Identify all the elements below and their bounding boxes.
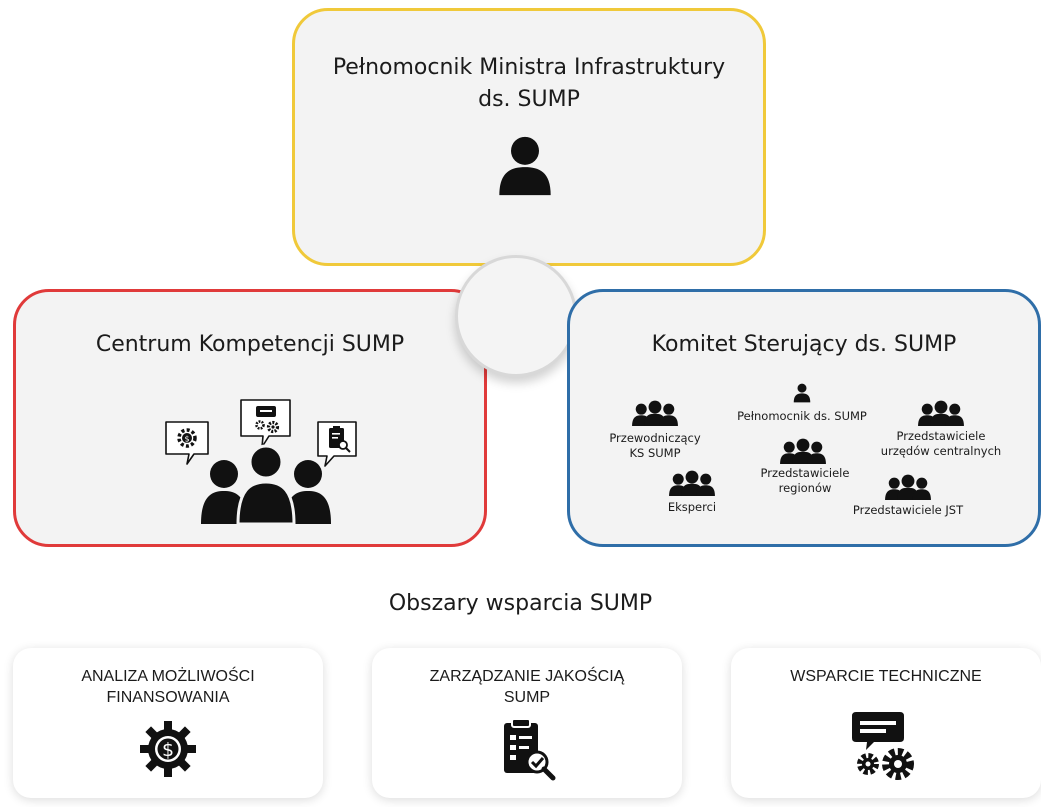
chair-label-line1: Przewodniczący (609, 431, 701, 445)
regions-label-line1: Przedstawiciele (760, 466, 850, 480)
plenipotentiary-label: Pełnomocnik ds. SUMP (737, 409, 867, 423)
connector-ring (455, 255, 577, 377)
support-area-label: ZARZĄDZANIE JAKOŚCIĄ SUMP (372, 666, 682, 708)
support-area-label-line1: ANALIZA MOŻLIWOŚCI (81, 668, 255, 685)
dollar-gear-icon: $ (140, 721, 196, 777)
experts-label: Eksperci (667, 500, 717, 514)
group-icon (780, 438, 826, 464)
team-with-speech-bubbles-icon: $ (165, 399, 357, 526)
support-areas-heading: Obszary wsparcia SUMP (388, 591, 653, 616)
central-offices-label-line2: urzędów centralnych (880, 444, 1002, 458)
group-icon (885, 474, 931, 500)
chat-gears-bubble-icon (240, 399, 291, 448)
support-area-label: WSPARCIE TECHNICZNE (731, 666, 1041, 687)
support-area-quality: ZARZĄDZANIE JAKOŚCIĄ SUMP (372, 648, 682, 798)
team-people-icon (201, 444, 331, 526)
steering-committee-box: Komitet Sterujący ds. SUMP Przewodnicząc… (567, 289, 1041, 547)
jst-label: Przedstawiciele JST (852, 503, 964, 517)
support-area-label: ANALIZA MOŻLIWOŚCI FINANSOWANIA (13, 666, 323, 708)
support-area-label-line1: ZARZĄDZANIE JAKOŚCIĄ (429, 668, 625, 685)
support-area-technical: WSPARCIE TECHNICZNE (731, 648, 1041, 798)
person-icon (499, 136, 551, 196)
regions-label: Przedstawiciele regionów (740, 466, 870, 496)
left-box-title: Centrum Kompetencji SUMP (95, 332, 405, 357)
clipboard-bubble-icon (317, 421, 357, 467)
right-box-title: Komitet Sterujący ds. SUMP (651, 332, 957, 357)
top-box-title-line2: ds. SUMP (478, 87, 580, 112)
support-area-label-line1: WSPARCIE TECHNICZNE (790, 668, 982, 685)
dollar-gear-bubble-icon: $ (165, 421, 209, 465)
support-area-label-line2: FINANSOWANIA (106, 689, 230, 706)
chair-label: Przewodniczący KS SUMP (595, 431, 715, 461)
group-icon (632, 400, 678, 426)
regions-label-line2: regionów (778, 481, 832, 495)
competence-center-box: Centrum Kompetencji SUMP $ (13, 289, 487, 547)
central-offices-label-line1: Przedstawiciele (896, 429, 986, 443)
chat-gears-icon (852, 712, 914, 780)
chair-label-line2: KS SUMP (629, 446, 681, 460)
group-icon (669, 470, 715, 496)
svg-text:$: $ (162, 739, 174, 761)
person-icon (793, 383, 811, 403)
top-box-title-line1: Pełnomocnik Ministra Infrastruktury (332, 55, 726, 80)
group-icon (918, 400, 964, 426)
central-offices-label: Przedstawiciele urzędów centralnych (876, 429, 1006, 459)
support-area-finance: ANALIZA MOŻLIWOŚCI FINANSOWANIA $ (13, 648, 323, 798)
svg-text:$: $ (184, 435, 189, 444)
clipboard-check-icon (504, 718, 556, 781)
plenipotentiary-box: Pełnomocnik Ministra Infrastruktury ds. … (292, 8, 766, 266)
support-area-label-line2: SUMP (503, 689, 551, 706)
